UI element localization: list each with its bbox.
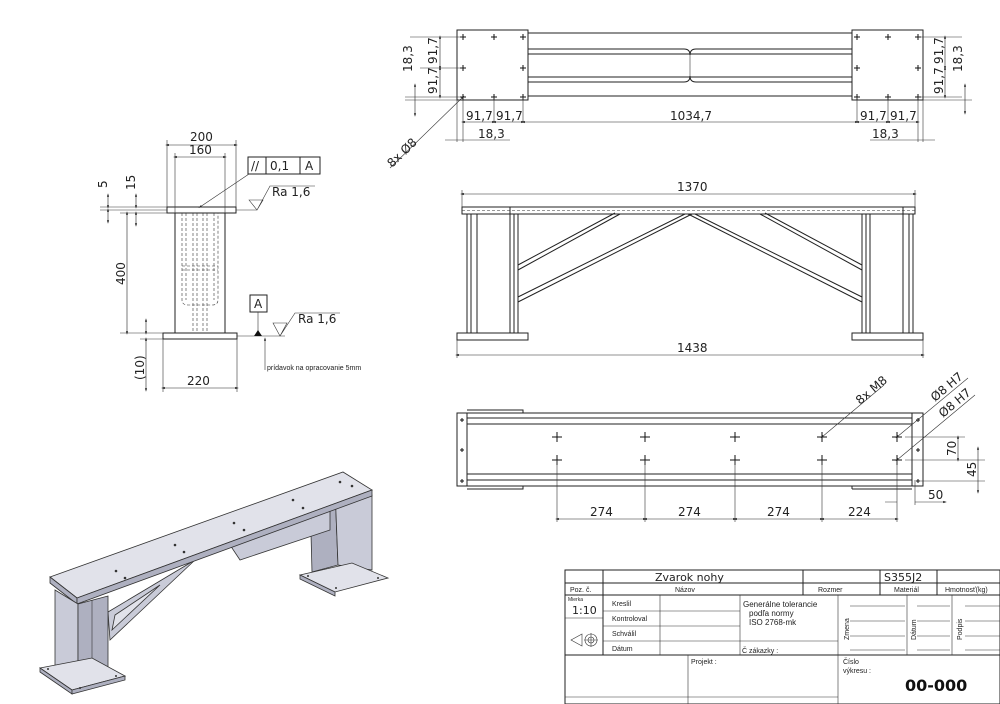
svg-text:Číslo: Číslo <box>843 657 859 666</box>
dim-5: 5 <box>96 180 110 188</box>
dim-274-3: 274 <box>767 505 790 519</box>
roughness-symbol-top: Ra 1,6 <box>236 185 315 211</box>
dim-224: 224 <box>848 505 871 519</box>
dim-400: 400 <box>114 262 128 285</box>
svg-text:Zmena: Zmena <box>844 618 851 640</box>
bottom-view: 274 274 274 224 50 70 45 8x M8 Ø8 H7 Ø8 … <box>456 369 985 522</box>
dim-274-1: 274 <box>590 505 613 519</box>
dim-10: (10) <box>133 355 147 380</box>
svg-text:0,1: 0,1 <box>270 159 289 173</box>
svg-text:Dátum: Dátum <box>612 646 633 653</box>
title-block: Zvarok nohy S355J2 Poz. č. Názov Rozmer … <box>564 569 1000 704</box>
drawing-number: 00-000 <box>905 676 967 695</box>
iso-holes <box>47 480 379 689</box>
drawing-title: Zvarok nohy <box>655 571 724 584</box>
dim-18-3-right: 18,3 <box>951 45 965 72</box>
dim-274-2: 274 <box>678 505 701 519</box>
svg-text:Projekt :: Projekt : <box>691 659 717 666</box>
dim-91-7-b: 91,7 <box>426 67 440 94</box>
projection-symbol-icon <box>570 633 598 647</box>
datum-a: A <box>249 294 268 336</box>
bottom-holes <box>460 418 920 483</box>
dim-50: 50 <box>928 488 943 502</box>
svg-text:Schválil: Schválil <box>612 631 637 638</box>
hole-callout-8x-d8: 8x Ø8 <box>384 135 419 170</box>
callout-8x-m8: 8x M8 <box>853 373 890 407</box>
roughness-symbol-bottom: Ra 1,6 <box>237 312 340 337</box>
svg-text:Generálne tolerancie: Generálne tolerancie <box>743 600 818 609</box>
side-view: 200 160 5 15 400 (10) 220 // 0,1 A Ra 1,… <box>96 130 361 392</box>
dim-160: 160 <box>189 143 212 157</box>
svg-text:A: A <box>254 297 263 311</box>
scale-value: 1:10 <box>572 604 597 617</box>
dim-15: 15 <box>124 175 138 190</box>
dim-18-3-bottom-left: 18,3 <box>478 127 505 141</box>
dim-45: 45 <box>965 462 979 477</box>
tolerance-frame: // 0,1 A <box>198 156 321 209</box>
dim-200: 200 <box>190 130 213 144</box>
dim-91-7-d: 91,7 <box>932 67 946 94</box>
svg-text:A: A <box>305 159 314 173</box>
dim-18-3-bottom-right: 18,3 <box>872 127 899 141</box>
svg-text:podľa normy: podľa normy <box>749 609 794 618</box>
dim-91-7-h3: 91,7 <box>860 109 887 123</box>
svg-text:Materiál: Materiál <box>894 587 919 594</box>
svg-text:Č zákazky :: Č zákazky : <box>742 646 778 655</box>
dim-91-7-h4: 91,7 <box>890 109 917 123</box>
dim-91-7-c: 91,7 <box>932 37 946 64</box>
dim-220: 220 <box>187 374 210 388</box>
material-value: S355J2 <box>884 571 922 584</box>
svg-text:Dátum: Dátum <box>911 619 918 640</box>
svg-text:Mierka: Mierka <box>568 597 583 603</box>
dim-1370: 1370 <box>677 180 708 194</box>
svg-text:Poz. č.: Poz. č. <box>570 587 591 594</box>
svg-text:výkresu :: výkresu : <box>843 668 871 675</box>
isometric-view <box>38 471 390 695</box>
dim-1438: 1438 <box>677 341 708 355</box>
dim-18-3-left: 18,3 <box>401 45 415 72</box>
machining-allowance-note: prídavok na opracovanie 5mm <box>267 365 361 372</box>
svg-text:Ra 1,6: Ra 1,6 <box>298 312 336 326</box>
dim-1034-7: 1034,7 <box>670 109 712 123</box>
svg-text:Názov: Názov <box>675 587 695 594</box>
dim-91-7-h1: 91,7 <box>466 109 493 123</box>
dim-91-7-a: 91,7 <box>426 37 440 64</box>
svg-text:ISO 2768-mk: ISO 2768-mk <box>749 618 797 627</box>
svg-text:Kontroloval: Kontroloval <box>612 616 647 623</box>
dim-70: 70 <box>945 441 959 456</box>
svg-text:Kreslil: Kreslil <box>612 601 632 608</box>
svg-text:Hmotnosť(kg): Hmotnosť(kg) <box>945 587 988 594</box>
top-view: 18,3 91,7 91,7 91,7 91,7 1034,7 91,7 91,… <box>384 29 972 170</box>
svg-text:Ra 1,6: Ra 1,6 <box>272 185 310 199</box>
svg-text:Podpis: Podpis <box>957 618 964 640</box>
svg-text:Rozmer: Rozmer <box>818 587 843 594</box>
svg-text://: // <box>251 159 260 173</box>
front-view: 1370 1438 <box>455 180 925 358</box>
dim-91-7-h2: 91,7 <box>496 109 523 123</box>
